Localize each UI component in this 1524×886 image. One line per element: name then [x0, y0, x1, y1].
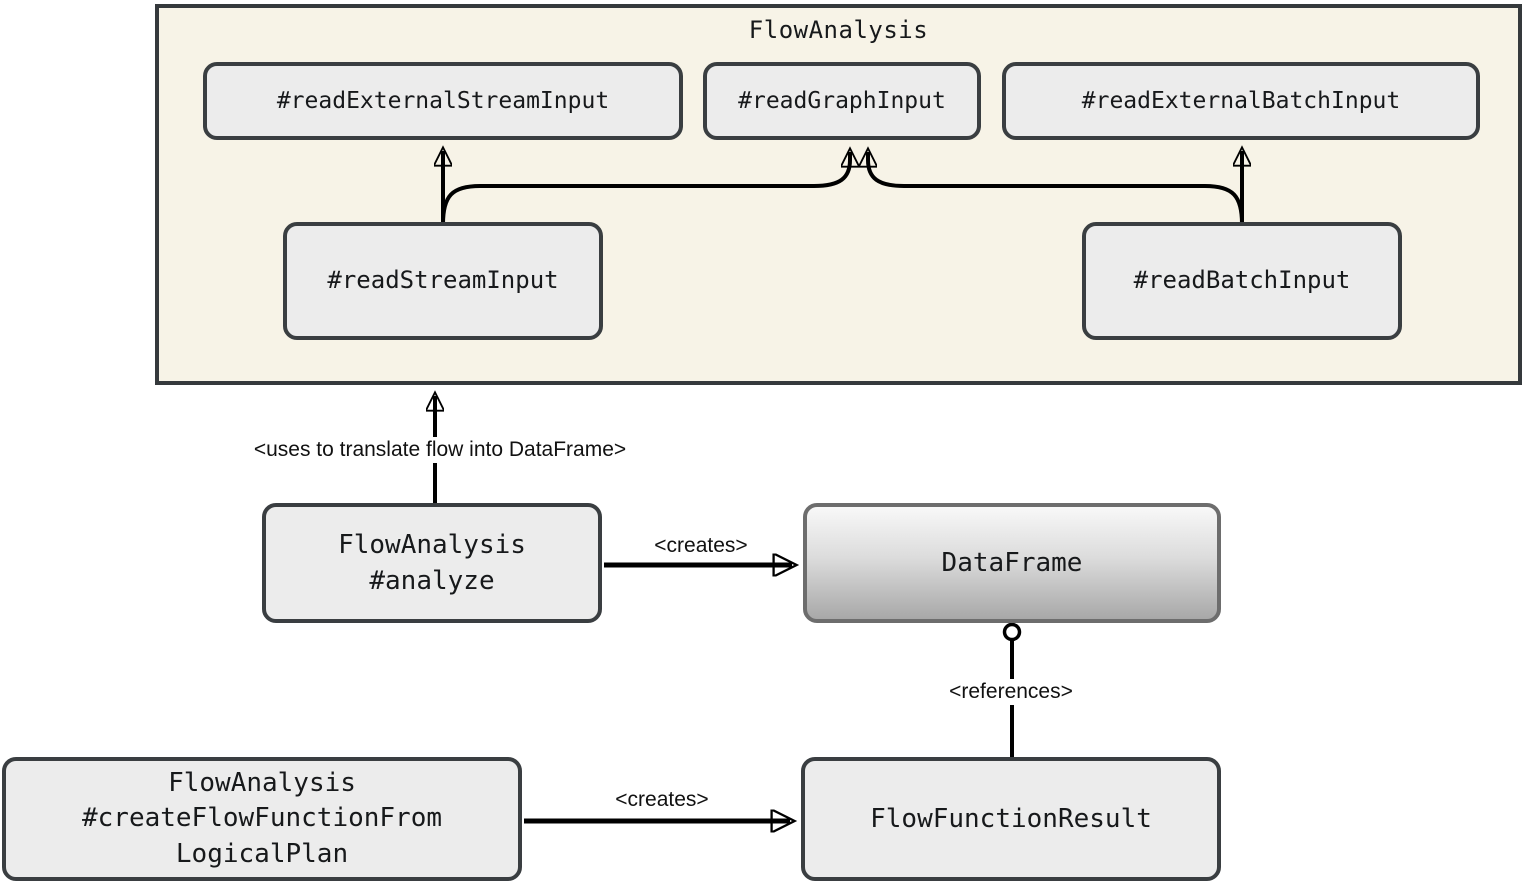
node-read-batch-input: #readBatchInput	[1082, 222, 1402, 340]
node-label-line: LogicalPlan	[175, 838, 349, 869]
node-flowanalysis-analyze: FlowAnalysis #analyze	[262, 503, 602, 623]
node-label: #readGraphInput	[738, 87, 946, 114]
node-read-graph-input: #readGraphInput	[703, 62, 981, 140]
node-label-line: FlowAnalysis	[338, 529, 526, 560]
edge-label-creates-dataframe: <creates>	[648, 533, 754, 559]
node-label: #readStreamInput	[327, 266, 559, 295]
edge-label-creates-flowfunctionresult: <creates>	[609, 787, 715, 813]
node-label: #readExternalStreamInput	[276, 87, 610, 114]
node-label: #readExternalBatchInput	[1081, 87, 1401, 114]
node-read-external-batch-input: #readExternalBatchInput	[1002, 62, 1480, 140]
references-circle-connector	[1002, 622, 1022, 642]
node-flowfunctionresult: FlowFunctionResult	[801, 757, 1221, 881]
node-label-line: #createFlowFunctionFrom	[81, 803, 443, 834]
flowanalysis-group-title: FlowAnalysis	[748, 16, 929, 44]
node-read-stream-input: #readStreamInput	[283, 222, 603, 340]
edge-label-references: <references>	[943, 679, 1079, 705]
node-label-line: #analyze	[369, 566, 495, 596]
node-label-line: FlowAnalysis	[168, 768, 356, 799]
node-label: FlowFunctionResult	[870, 803, 1152, 834]
node-label: DataFrame	[941, 547, 1083, 578]
node-flowanalysis-createflowfunctionfromlogicalplan: FlowAnalysis #createFlowFunctionFrom Log…	[2, 757, 522, 881]
node-read-external-stream-input: #readExternalStreamInput	[203, 62, 683, 140]
edge-label-uses: <uses to translate flow into DataFrame>	[247, 437, 633, 463]
node-label: #readBatchInput	[1133, 266, 1351, 295]
node-dataframe: DataFrame	[803, 503, 1221, 623]
